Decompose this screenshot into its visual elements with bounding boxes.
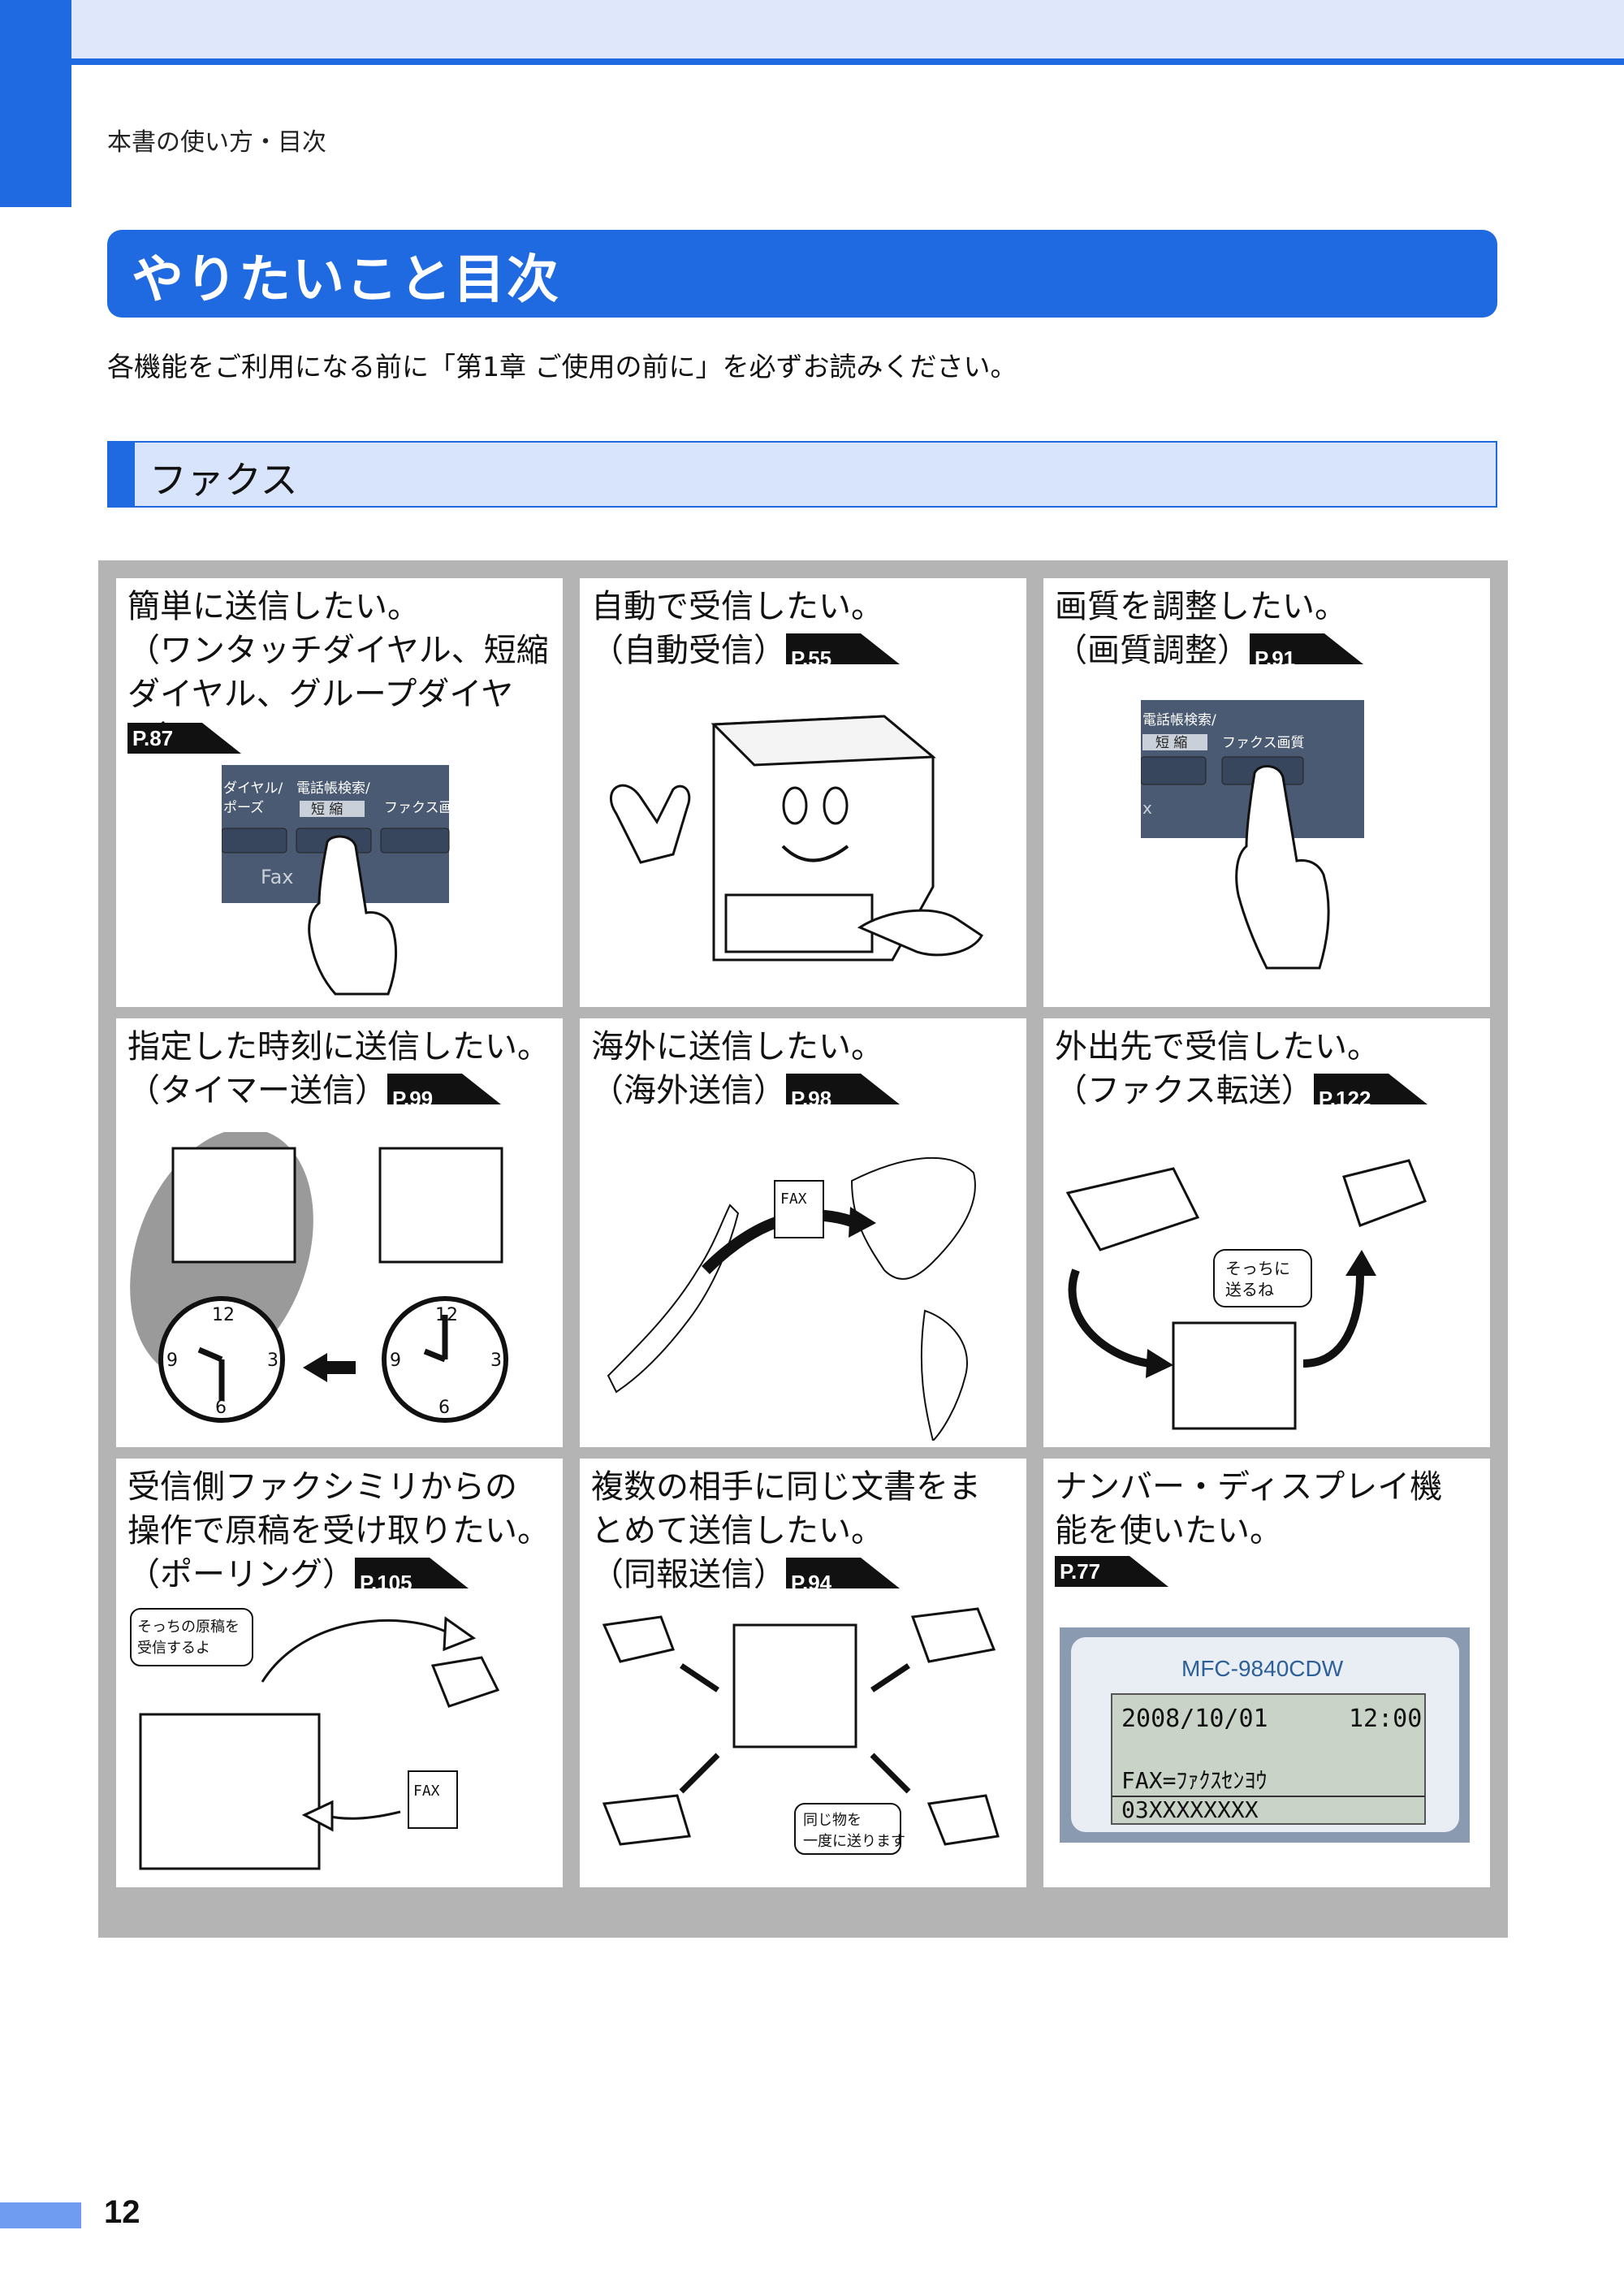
header-rule [0,58,1624,65]
feature-cell-overseas[interactable]: 海外に送信したい。 （海外送信）P.98 FAX [580,1018,1026,1447]
feature-cell-polling[interactable]: 受信側ファクシミリからの 操作で原稿を受け取りたい。 （ポーリング）P.105 … [116,1459,563,1887]
svg-text:ダイヤル/: ダイヤル/ [223,780,283,797]
feature-cell-forward[interactable]: 外出先で受信したい。 （ファクス転送）P.122 そっちに 送るね [1043,1018,1490,1447]
page-reference-p87[interactable]: P.87 [127,723,241,754]
svg-text:FAX=ﾌｧｸｽｾﾝﾖｳ: FAX=ﾌｧｸｽｾﾝﾖｳ [1121,1767,1267,1794]
control-panel-illustration: ダイヤル/ ポーズ 電話帳検索/ 短 縮 ファクス画 Fax [222,765,453,996]
feature-cell-one-touch[interactable]: 簡単に送信したい。 （ワンタッチダイヤル、短縮 ダイヤル、グループダイヤル） P… [116,578,563,1007]
page-number: 12 [104,2194,140,2230]
feature-cell-quality[interactable]: 画質を調整したい。 （画質調整）P.91 電話帳検索/ 短 縮 ファクス画質 x [1043,578,1490,1007]
cell-title: ナンバー・ディスプレイ機 能を使いたい。 [1055,1468,1443,1549]
polling-illustration: そっちの原稿を 受信するよ FAX [130,1608,500,1870]
svg-text:一度に送ります: 一度に送ります [803,1833,905,1850]
page-number-marker [0,2202,81,2228]
page-reference-p94[interactable]: P.94 [786,1558,900,1595]
feature-cell-broadcast[interactable]: 複数の相手に同じ文書をま とめて送信したい。 （同報送信）P.94 同じ物を 一… [580,1459,1026,1887]
mfp-character-illustration [610,715,983,962]
page-reference-p105[interactable]: P.105 [355,1558,469,1595]
svg-text:Fax: Fax [261,866,294,888]
cell-title: 海外に送信したい。 （海外送信）P.98 [591,1025,1026,1113]
breadcrumb: 本書の使い方・目次 [107,128,326,157]
svg-text:9: 9 [390,1351,401,1371]
svg-text:同じ物を: 同じ物を [803,1812,862,1829]
fax-forward-illustration: そっちに 送るね [1065,1159,1427,1430]
svg-text:2008/10/01: 2008/10/01 [1121,1705,1268,1733]
svg-text:03XXXXXXXX: 03XXXXXXXX [1121,1796,1259,1823]
svg-text:そっちに: そっちに [1225,1259,1290,1278]
broadcast-illustration: 同じ物を 一度に送ります [602,1607,1000,1855]
feature-cell-timer[interactable]: 指定した時刻に送信したい。 （タイマー送信）P.99 12 3 6 9 12 3… [116,1018,563,1447]
svg-text:12:00: 12:00 [1349,1705,1422,1733]
cell-title: 外出先で受信したい。 （ファクス転送）P.122 [1055,1025,1489,1113]
feature-cell-number-display[interactable]: ナンバー・ディスプレイ機 能を使いたい。 P.77 MFC-9840CDW 20… [1043,1459,1490,1887]
page-title: やりたいこと目次 [132,250,560,310]
title-band: やりたいこと目次 [107,230,1497,318]
svg-text:受信するよ: 受信するよ [137,1640,210,1657]
section-title: ファクス [149,458,298,502]
svg-text:12: 12 [212,1305,235,1325]
svg-text:9: 9 [166,1351,178,1371]
page-reference-p99[interactable]: P.99 [387,1074,501,1111]
section-marker [109,443,135,506]
intro-text: 各機能をご利用になる前に「第1章 ご使用の前に」を必ずお読みください。 [107,351,1017,382]
page-reference-p122[interactable]: P.122 [1313,1074,1427,1111]
svg-text:電話帳検索/: 電話帳検索/ [1142,712,1216,728]
svg-text:ポーズ: ポーズ [223,800,264,816]
page-reference-p55[interactable]: P.55 [786,633,900,671]
svg-text:FAX: FAX [780,1191,807,1208]
header-band [0,0,1624,63]
section-header: ファクス [107,441,1497,508]
svg-text:そっちの原稿を: そっちの原稿を [137,1619,240,1636]
svg-text:FAX: FAX [413,1783,440,1800]
feature-grid: 簡単に送信したい。 （ワンタッチダイヤル、短縮 ダイヤル、グループダイヤル） P… [98,560,1508,1938]
page-reference-p98[interactable]: P.98 [786,1074,900,1111]
world-map-illustration: FAX [607,1156,976,1441]
cell-title: 指定した時刻に送信したい。 （タイマー送信）P.99 [127,1028,550,1111]
svg-text:電話帳検索/: 電話帳検索/ [296,780,370,797]
svg-text:短 縮: 短 縮 [311,802,343,818]
cell-title: 受信側ファクシミリからの 操作で原稿を受け取りたい。 （ポーリング）P.105 [127,1468,550,1595]
cell-title: 自動で受信したい。 （自動受信）P.55 [591,585,1026,672]
svg-text:12: 12 [435,1305,458,1325]
svg-text:ファクス画質: ファクス画質 [1222,735,1305,751]
page-reference-p77[interactable]: P.77 [1055,1556,1168,1587]
svg-text:送るね: 送るね [1225,1280,1274,1299]
svg-text:3: 3 [267,1351,279,1371]
chapter-tab [0,0,71,207]
svg-text:6: 6 [215,1398,227,1418]
svg-text:6: 6 [438,1398,450,1418]
svg-text:短 縮: 短 縮 [1155,735,1187,751]
svg-text:3: 3 [490,1351,502,1371]
control-panel-illustration: 電話帳検索/ 短 縮 ファクス画質 x [1141,700,1364,970]
lcd-display-illustration: MFC-9840CDW 2008/10/01 12:00 FAX=ﾌｧｸｽｾﾝﾖ… [1060,1627,1470,1843]
timer-clock-illustration: 12 3 6 9 12 3 6 9 [130,1132,508,1423]
svg-text:MFC-9840CDW: MFC-9840CDW [1181,1656,1344,1681]
svg-text:ファクス画: ファクス画 [384,800,453,816]
page-reference-p91[interactable]: P.91 [1250,633,1363,671]
svg-text:x: x [1142,798,1152,818]
feature-cell-auto-receive[interactable]: 自動で受信したい。 （自動受信）P.55 [580,578,1026,1007]
cell-title: 複数の相手に同じ文書をま とめて送信したい。 （同報送信）P.94 [591,1468,981,1595]
cell-title: 画質を調整したい。 （画質調整）P.91 [1055,585,1489,672]
